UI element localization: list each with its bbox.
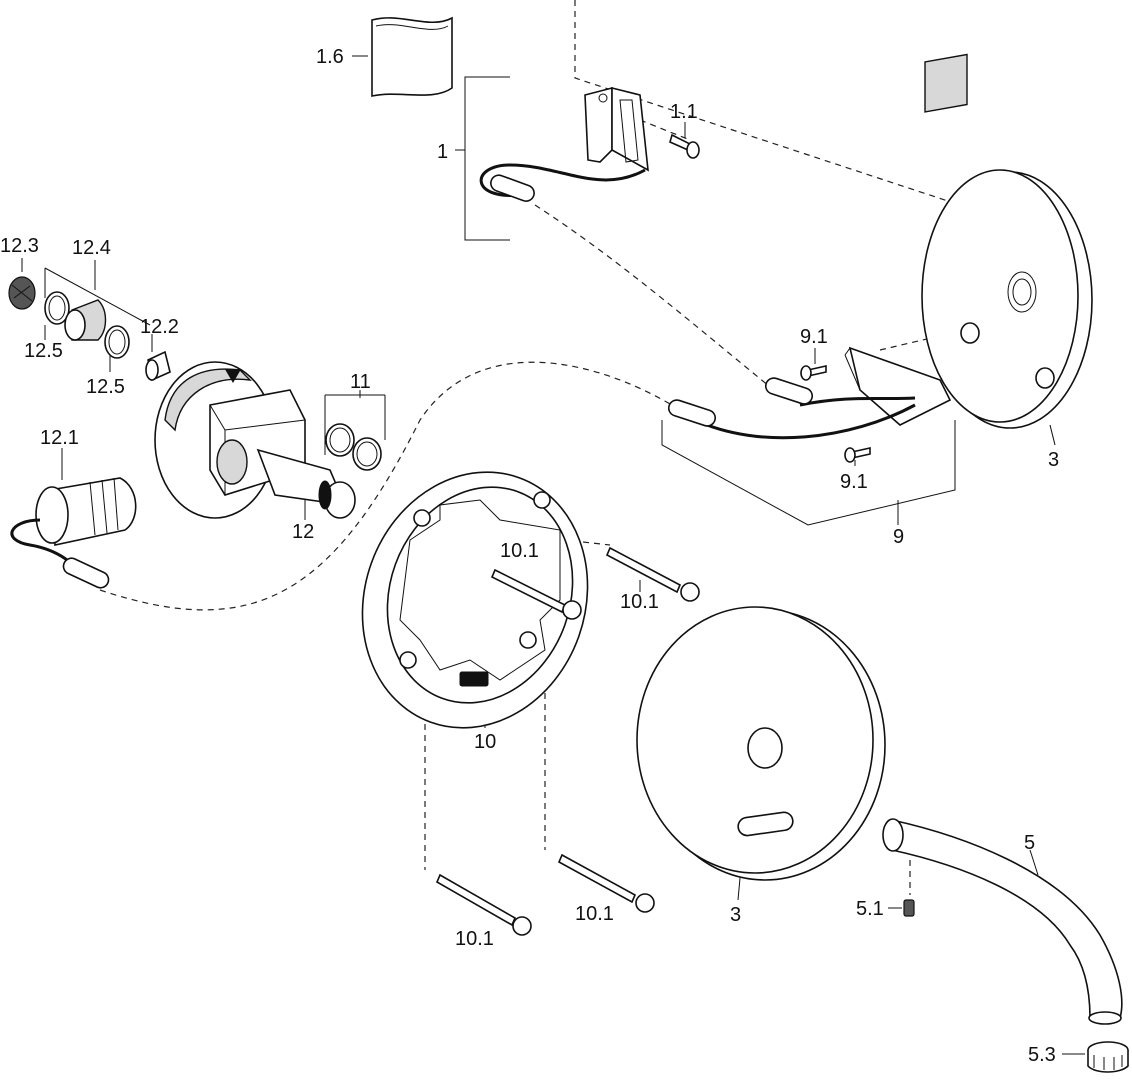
label-strainer: 12.3	[0, 235, 39, 257]
label-oring-a: 12.5	[24, 340, 63, 362]
label-electronics-screw-top: 9.1	[800, 326, 828, 348]
label-ring-screw-right: 10.1	[620, 591, 659, 613]
label-mount-ring: 10	[474, 731, 496, 753]
label-spout: 5	[1024, 832, 1035, 854]
label-ring-screw-bottom-left: 10.1	[455, 928, 494, 950]
label-check-valve: 12.2	[140, 316, 179, 338]
electronics-module-part	[667, 346, 952, 440]
label-aerator: 5.3	[1028, 1044, 1056, 1066]
front-cover-part	[636, 606, 886, 881]
label-sleeve-set: 12.4	[72, 237, 111, 259]
strainer-part	[8, 276, 36, 310]
rear-cover-part	[921, 53, 1093, 429]
label-cover-rear: 3	[1048, 449, 1059, 471]
label-set-screw: 5.1	[856, 898, 884, 920]
set-screw-part	[903, 899, 915, 917]
label-ring-screw-bottom-mid: 10.1	[575, 903, 614, 925]
solenoid-part	[10, 477, 137, 589]
electronics-screws-part	[800, 365, 871, 463]
label-electronics-screw-bottom: 9.1	[840, 471, 868, 493]
oring-b-part	[104, 325, 130, 359]
label-cover-front: 3	[730, 904, 741, 926]
check-valve-part	[145, 350, 171, 382]
oring-set-part	[325, 423, 382, 471]
ring-screws-part	[435, 546, 700, 936]
label-bracket-screw: 1.1	[670, 101, 698, 123]
oring-a-part	[44, 291, 70, 325]
label-electronics-module: 9	[893, 526, 904, 548]
sensor-bracket-part	[479, 86, 649, 202]
label-sensor-assembly: 1	[437, 141, 448, 163]
spout-part	[882, 818, 1123, 1025]
label-oring-set: 11	[350, 371, 371, 393]
label-ring-screw-top: 10.1	[500, 540, 539, 562]
mount-ring-part	[361, 471, 589, 729]
aerator-part	[1087, 1041, 1129, 1073]
valve-body-part	[154, 361, 356, 519]
label-oring-b: 12.5	[86, 376, 125, 398]
battery-part	[371, 16, 453, 97]
label-valve-body: 12	[292, 521, 314, 543]
label-solenoid: 12.1	[40, 427, 79, 449]
bracket-screw-part	[669, 133, 700, 159]
sleeve-part	[64, 299, 107, 341]
callout-labels: 1.6 1 1.1 12.3 12.4 12.2 12.5 12.5 12.1 …	[0, 46, 1059, 1066]
label-battery: 1.6	[316, 46, 344, 68]
